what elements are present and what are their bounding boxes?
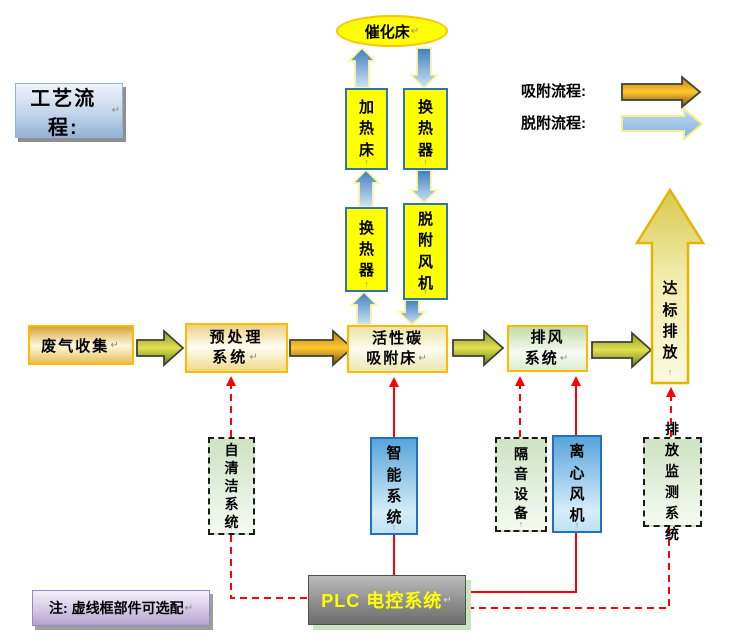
pilcrow-mark: ↵ bbox=[559, 352, 571, 364]
node-label: 排放监测系统 bbox=[665, 421, 680, 542]
node-label-line2-row: 吸附床 ↵ bbox=[366, 349, 428, 369]
arrow-exhaust-to-discharge bbox=[591, 330, 653, 370]
node-emission-monitoring-system: 排放监测系统 bbox=[643, 421, 702, 542]
node-label-line1: 预处理 bbox=[209, 328, 264, 346]
node-soundproof-equipment: 隔音设备 ↑ bbox=[495, 437, 547, 532]
node-label: 自清洁系统 bbox=[224, 441, 239, 531]
pilcrow-mark: ↵ bbox=[443, 594, 453, 606]
node-discharge-label: 达标排放 ↑ bbox=[655, 264, 685, 378]
legend-adsorption-arrow bbox=[621, 75, 702, 109]
node-gas-collection: 废气收集 ↵ bbox=[28, 325, 134, 365]
node-label-line1: 排风 bbox=[530, 329, 565, 347]
arrow-up-heatbed-to-catalytic bbox=[346, 46, 378, 89]
node-exhaust-system: 排风 系统 ↵ bbox=[507, 325, 588, 372]
connector-selfclean-to-plc bbox=[230, 535, 307, 599]
control-connector-arrowheads bbox=[226, 376, 676, 397]
discharge-big-arrow bbox=[634, 187, 706, 385]
node-label-line2: 系统 bbox=[524, 349, 559, 367]
legend-arrows bbox=[621, 75, 704, 142]
node-label: 催化床 bbox=[364, 23, 410, 41]
anchor-mark: ↑ bbox=[423, 157, 428, 167]
legend-desorption-arrow bbox=[621, 106, 704, 142]
pilcrow-mark: ↵ bbox=[111, 105, 122, 116]
anchor-mark: ↑ bbox=[667, 367, 673, 377]
anchor-mark: ↑ bbox=[364, 157, 369, 167]
node-heat-exchanger-left: 换热器 ↑ bbox=[345, 207, 388, 292]
node-carbon-adsorption-bed: 活性碳 吸附床 ↵ bbox=[347, 325, 448, 373]
node-label-line2: 吸附床 bbox=[366, 350, 418, 367]
node-centrifugal-fan: 离心风机 ↑ bbox=[552, 435, 602, 533]
anchor-mark: ↑ bbox=[229, 522, 234, 532]
control-connectors bbox=[230, 385, 672, 609]
anchor-mark: ↑ bbox=[391, 522, 397, 532]
anchor-mark: ↑ bbox=[574, 520, 580, 530]
arrow-down-catalytic-to-exchanger bbox=[408, 47, 440, 90]
node-label: 离心风机 bbox=[569, 443, 585, 525]
node-label: 换热器 bbox=[418, 99, 434, 159]
anchor-mark: ↑ bbox=[518, 519, 524, 529]
node-label: 废气收集 bbox=[41, 337, 110, 355]
connector-monitor-to-plc bbox=[467, 527, 670, 609]
pilcrow-mark: ↵ bbox=[249, 352, 261, 364]
main-flow-arrows bbox=[136, 328, 653, 370]
note-label: 注: 虚线框部件可选配 bbox=[49, 600, 184, 616]
arrow-pretreatment-to-carbon bbox=[289, 328, 354, 368]
arrow-down-exchanger-to-fan bbox=[408, 169, 440, 205]
anchor-mark: ↑ bbox=[364, 279, 369, 289]
node-heating-bed: 加热床 ↑ bbox=[345, 88, 388, 170]
arrow-carbon-to-exhaust bbox=[452, 328, 505, 368]
pilcrow-mark: ↵ bbox=[410, 25, 420, 37]
node-label: 加热床 bbox=[359, 99, 375, 159]
note-box: 注: 虚线框部件可选配 ↵ bbox=[32, 590, 210, 626]
node-smart-system: 智能系统 ↑ bbox=[370, 437, 418, 535]
node-label: 脱附风机 bbox=[418, 210, 434, 292]
node-label: 换热器 bbox=[359, 219, 375, 280]
connector-cfan-to-plc bbox=[467, 533, 577, 593]
legend-adsorption-label: 吸附流程: bbox=[521, 83, 586, 100]
node-desorption-fan: 脱附风机 ↑ bbox=[403, 203, 448, 300]
node-label: 隔音设备 bbox=[514, 445, 528, 522]
arrow-down-fan-to-carbon bbox=[396, 299, 428, 327]
node-label-line1: 活性碳 bbox=[371, 329, 423, 347]
node-self-cleaning-system: 自清洁系统 ↑ bbox=[208, 437, 255, 535]
node-pretreatment-system: 预处理 系统 ↵ bbox=[185, 323, 288, 373]
node-label: 智能系统 bbox=[386, 445, 402, 527]
node-label-line2-row: 系统 ↵ bbox=[525, 349, 570, 369]
desorption-flow-arrows bbox=[346, 46, 440, 327]
node-label: 达标排放 bbox=[662, 280, 678, 362]
legend-desorption-label: 脱附流程: bbox=[521, 115, 586, 132]
arrow-up-exchanger-to-heatbed bbox=[350, 168, 382, 208]
node-label: PLC 电控系统 bbox=[321, 591, 443, 611]
diagram-title-label: 工艺流程: bbox=[30, 87, 97, 139]
diagram-title: 工艺流程: ↵ bbox=[15, 83, 123, 139]
pilcrow-mark: ↵ bbox=[110, 339, 121, 351]
anchor-mark: ↑ bbox=[423, 287, 428, 297]
arrow-gas-to-pretreatment bbox=[136, 328, 185, 368]
node-plc-control-system: PLC 电控系统 ↵ bbox=[308, 575, 466, 625]
node-heat-exchanger-right: 换热器 ↑ bbox=[403, 88, 448, 170]
node-label-line2: 系统 bbox=[212, 349, 249, 366]
node-catalytic-bed: 催化床 ↵ bbox=[336, 15, 448, 47]
pilcrow-mark: ↵ bbox=[418, 353, 429, 365]
pilcrow-mark: ↵ bbox=[184, 602, 193, 614]
node-label-line2-row: 系统 ↵ bbox=[212, 348, 260, 368]
arrow-up-carbon-to-exchanger bbox=[348, 290, 380, 326]
